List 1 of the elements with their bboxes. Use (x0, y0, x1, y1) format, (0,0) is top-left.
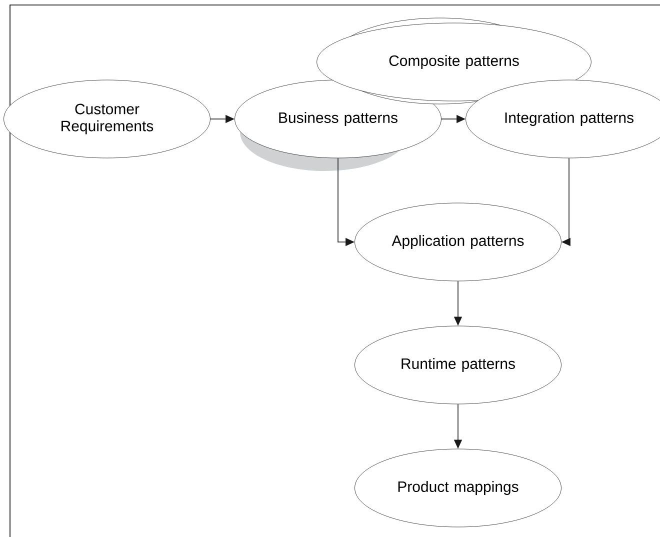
node-label: Integration patterns (505, 112, 634, 126)
